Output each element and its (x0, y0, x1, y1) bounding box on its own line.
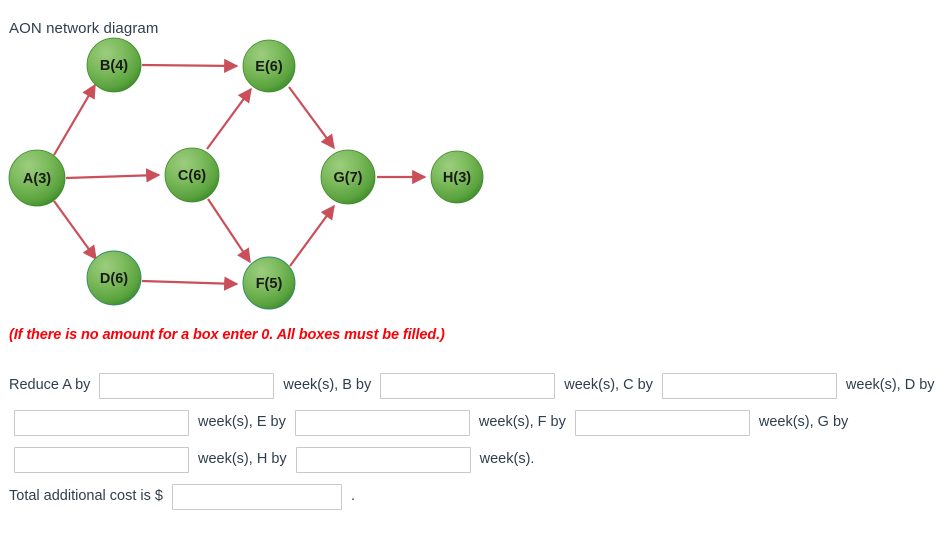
node-b[interactable]: B(4) (86, 37, 142, 93)
edge-e-g (288, 86, 335, 150)
node-h-label: H(3) (443, 170, 471, 186)
weeks-e-label: week(s), E by (198, 414, 286, 431)
node-d[interactable]: D(6) (86, 250, 142, 306)
total-cost-label: Total additional cost is $ (9, 488, 163, 505)
page-title: AON network diagram (9, 20, 159, 37)
weeks-end-label: week(s). (479, 451, 535, 468)
edge-a-d (53, 200, 97, 261)
node-a[interactable]: A(3) (8, 149, 66, 207)
warning-note: (If there is no amount for a box enter 0… (9, 327, 445, 343)
node-e-label: E(6) (255, 59, 283, 75)
total-cost-period: . (350, 488, 355, 505)
edge-c-f (207, 198, 251, 264)
form-row-1: Reduce A by week(s), B by week(s), C by … (0, 367, 951, 404)
edge-a-b (53, 83, 96, 156)
diagram-nodes: A(3) B(4) C(6) D(6) E(6) F(5) G(7) H(3) (8, 37, 484, 310)
weeks-c-label: week(s), C by (564, 377, 653, 394)
edge-a-c (65, 168, 161, 183)
weeks-f-label: week(s), F by (478, 414, 566, 431)
node-f[interactable]: F(5) (242, 256, 296, 310)
weeks-b-label: week(s), B by (283, 377, 372, 394)
edge-f-g (289, 204, 335, 267)
total-additional-cost-input[interactable] (171, 483, 342, 510)
reduce-g-input[interactable] (14, 446, 189, 473)
edge-d-f (141, 276, 239, 291)
crash-cost-form: Reduce A by week(s), B by week(s), C by … (0, 367, 951, 515)
node-g[interactable]: G(7) (320, 149, 376, 205)
reduce-f-input[interactable] (574, 409, 750, 436)
reduce-h-input[interactable] (295, 446, 471, 473)
node-g-label: G(7) (334, 170, 363, 186)
reduce-a-input[interactable] (99, 372, 275, 399)
weeks-d-label: week(s), D by (845, 377, 935, 394)
reduce-b-input[interactable] (380, 372, 556, 399)
node-b-label: B(4) (100, 58, 128, 74)
reduce-e-input[interactable] (294, 409, 470, 436)
form-row-3: week(s), H by week(s). (0, 441, 951, 478)
reduce-c-input[interactable] (661, 372, 837, 399)
edge-b-e (141, 58, 239, 74)
reduce-a-label: Reduce A by (9, 377, 91, 394)
reduce-d-input[interactable] (14, 409, 189, 436)
form-row-2: week(s), E by week(s), F by week(s), G b… (0, 404, 951, 441)
aon-network-diagram: A(3) B(4) C(6) D(6) E(6) F(5) G(7) H(3) (8, 37, 484, 310)
node-c[interactable]: C(6) (164, 147, 220, 203)
node-c-label: C(6) (178, 168, 206, 184)
weeks-h-label: week(s), H by (198, 451, 287, 468)
diagram-edges (53, 58, 427, 291)
node-h[interactable]: H(3) (430, 150, 484, 204)
weeks-g-label: week(s), G by (758, 414, 849, 431)
edge-c-e (206, 87, 252, 150)
form-row-total: Total additional cost is $ . (0, 478, 951, 515)
node-d-label: D(6) (100, 271, 128, 287)
node-a-label: A(3) (23, 171, 51, 187)
node-e[interactable]: E(6) (242, 39, 296, 93)
node-f-label: F(5) (256, 276, 283, 292)
